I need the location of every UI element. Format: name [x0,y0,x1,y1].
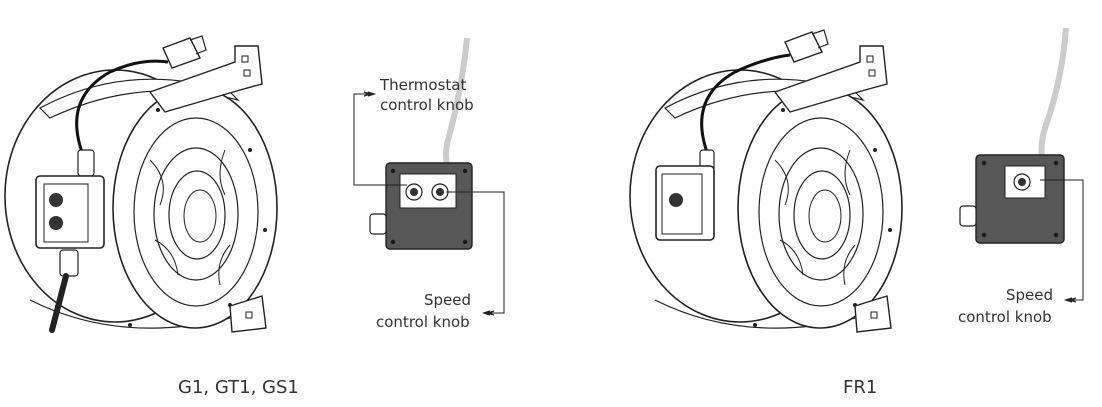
right-speed-leader [1040,179,1084,303]
thermostat-label-line1: Thermostat [380,76,467,94]
left-model-caption: G1, GT1, GS1 [178,377,299,398]
right-speed-label-line1: Speed [1006,286,1054,304]
right-controller-box [959,27,1069,244]
right-model-caption: FR1 [843,377,878,398]
left-speed-label-line1: Speed [424,291,472,309]
left-fan-illustration [4,35,278,333]
thermostat-label-line2: control knob [380,96,474,114]
right-fan-illustration [629,29,903,333]
left-speed-label-line2: control knob [376,313,470,331]
right-speed-label-line2: control knob [958,308,1052,326]
left-controller-box [369,37,473,250]
left-thermostat-leader [353,91,407,186]
left-speed-leader [446,191,505,316]
